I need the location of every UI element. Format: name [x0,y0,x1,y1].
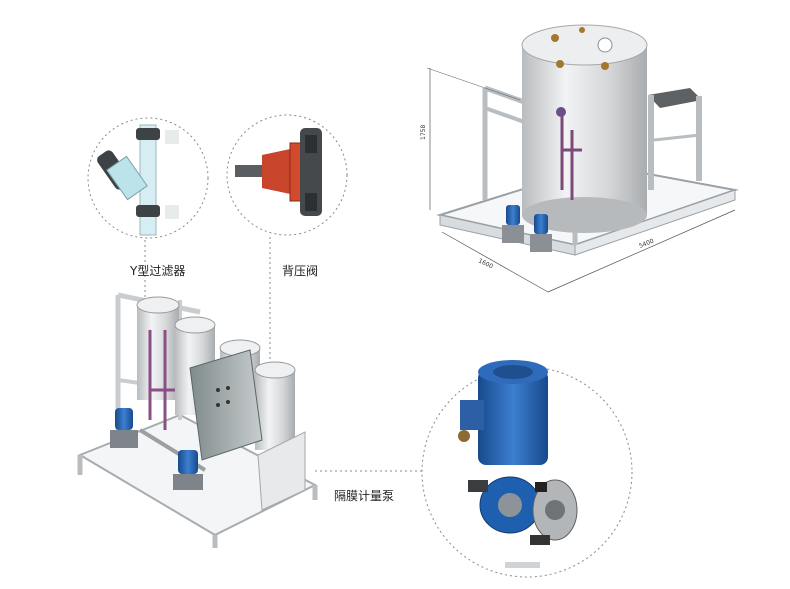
y-filter-callout [87,117,209,239]
back-pressure-valve-label: 背压阀 [282,264,319,278]
dimension-length: 5400 [638,238,655,250]
diaphragm-pump-callout [421,360,633,578]
dimension-width: 1600 [477,257,494,270]
large-tank-assembly: 1758 1600 5400 [420,24,739,293]
y-filter-label: Y型过滤器 [130,264,186,278]
dimension-height: 1758 [420,125,427,140]
dosing-skid-assembly [77,292,318,548]
diaphragm-pump-label: 隔膜计量泵 [334,489,395,503]
back-pressure-valve-callout [226,114,348,236]
